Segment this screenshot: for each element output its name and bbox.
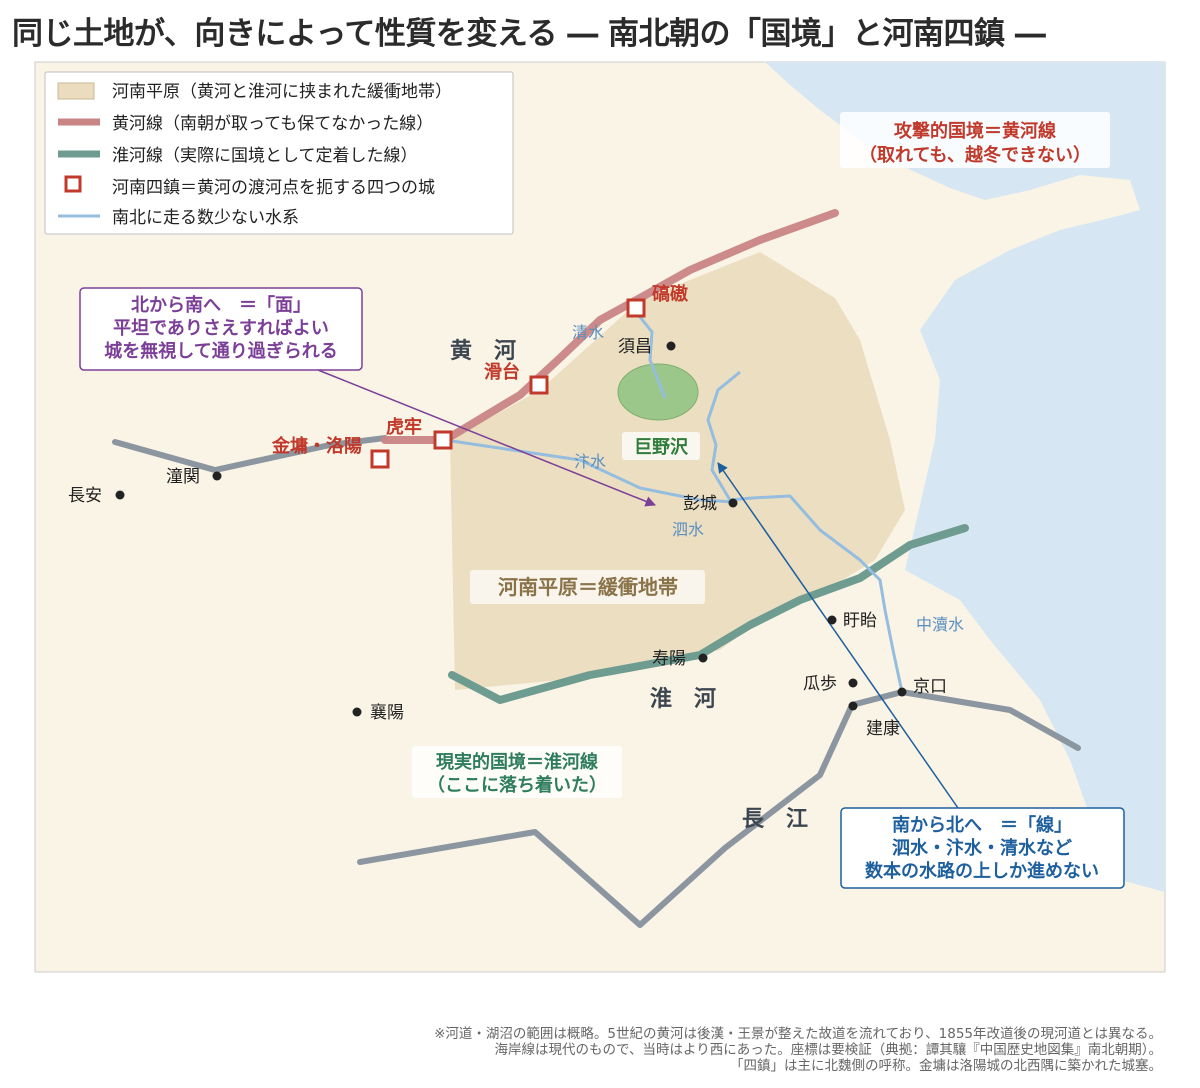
legend-label: 南北に走る数少ない水系 (112, 208, 299, 228)
footnote-line: 海岸線は現代のもので、当時はより西にあった。座標は要検証（典拠：譚其驤『中国歴史… (494, 1042, 1162, 1058)
city-label: 京口 (913, 677, 947, 697)
callout-line: 北から南へ ＝「面」 (131, 294, 311, 316)
callout-line: 泗水・汴水・清水など (892, 837, 1072, 859)
legend-label: 河南四鎮＝黄河の渡河点を扼する四つの城 (112, 178, 435, 198)
sea (765, 62, 1165, 892)
fort-qiaoao: 碻磝 (626, 283, 689, 318)
callout-line: （ここに落ち着いた） (427, 774, 607, 796)
page-title: 同じ土地が、向きによって性質を変える ― 南北朝の「国境」と河南四鎮 ― (12, 16, 1046, 52)
legend-fort-swatch (64, 175, 82, 193)
north-to-south-callout: 北から南へ ＝「面」 平坦でありさえすればよい 城を無視して通り過ぎられる (79, 287, 363, 371)
city-xuyi: 盱眙 (827, 611, 877, 631)
city-label: 須昌 (618, 337, 652, 357)
city-label: 彭城 (683, 494, 717, 514)
city-label: 建康 (866, 719, 900, 739)
city-xuchang: 須昌 (618, 337, 676, 357)
city-shouyang: 寿陽 (652, 649, 708, 669)
callout-line: 数本の水路の上しか進めない (865, 860, 1099, 882)
river-wei-line (112, 435, 388, 474)
city-label: 寿陽 (652, 649, 686, 669)
south-to-north-arrow (717, 462, 959, 809)
yangtze-river-line (357, 689, 1081, 928)
legend: 河南平原（黄河と淮河に挟まれた緩衝地帯） 黄河線（南朝が取っても保てなかった線）… (44, 71, 514, 235)
huai-river-line (448, 524, 969, 704)
qing-waterway-label: 清水 (572, 323, 604, 342)
callout-line: 現実的国境＝淮河線 (436, 751, 598, 773)
si-waterway (706, 370, 904, 693)
callout-line: 平坦でありさえすればよい (113, 318, 329, 339)
callout-line: （取れても、越冬できない） (859, 144, 1091, 166)
fort-hulao: 虎牢 (386, 416, 453, 450)
realistic-border-callout: 現実的国境＝淮河線 （ここに落ち着いた） (412, 746, 622, 798)
lake-label: 巨野沢 (634, 436, 689, 458)
city-changan: 長安 (68, 486, 125, 506)
city-guabu: 瓜歩 (803, 674, 858, 694)
yellow-river-line (381, 209, 839, 444)
city-tongguan: 潼関 (166, 467, 222, 487)
callout-line: 南から北へ ＝「線」 (892, 814, 1072, 836)
callout-line: 攻撃的国境＝黄河線 (894, 120, 1056, 142)
bian-waterway-label: 汴水 (574, 452, 606, 471)
plain-label: 河南平原＝緩衝地帯 (498, 575, 678, 599)
city-label: 瓜歩 (803, 674, 837, 694)
yellow-river-label: 黄 河 (450, 339, 516, 364)
north-to-south-arrow (317, 369, 656, 507)
zhongdu-waterway-label: 中瀆水 (916, 615, 964, 634)
city-xiangyang: 襄陽 (352, 702, 404, 723)
qing-waterway (634, 311, 667, 399)
fort-label: 滑台 (484, 361, 520, 383)
huai-river-label: 淮 河 (650, 687, 716, 712)
yangtze-river-label: 長 江 (742, 807, 808, 832)
fort-label: 金墉・洛陽 (271, 435, 362, 457)
bian-waterway (444, 438, 736, 504)
city-label: 盱眙 (843, 611, 877, 631)
juye-lake (617, 363, 699, 421)
south-to-north-callout: 南から北へ ＝「線」 泗水・汴水・清水など 数本の水路の上しか進めない (840, 807, 1125, 889)
city-jiankang: 建康 (848, 701, 900, 739)
si-waterway-label: 泗水 (672, 520, 704, 539)
footnote-line: 「四鎮」は主に北魏側の呼称。金墉は洛陽城の北西隅に築かれた城塞。 (730, 1058, 1162, 1074)
city-label: 潼関 (166, 467, 200, 487)
city-label: 長安 (68, 486, 102, 506)
city-label: 襄陽 (370, 702, 404, 723)
city-pengcheng: 彭城 (683, 494, 738, 514)
footnote-line: ※河道・湖沼の範囲は概略。5世紀の黄河は後漢・王景が整えた故道を流れており、18… (434, 1026, 1162, 1042)
city-jingkou: 京口 (897, 677, 947, 697)
fort-label: 虎牢 (386, 416, 422, 438)
callout-line: 城を無視して通り過ぎられる (104, 340, 337, 362)
offensive-border-callout: 攻撃的国境＝黄河線 （取れても、越冬できない） (840, 112, 1110, 168)
legend-label: 淮河線（実際に国境として定着した線） (112, 146, 418, 166)
fort-jinyong: 金墉・洛陽 (271, 435, 390, 469)
fort-label: 碻磝 (652, 283, 689, 305)
legend-plain-swatch (57, 82, 95, 100)
legend-label: 河南平原（黄河と淮河に挟まれた緩衝地帯） (112, 82, 452, 102)
footnote: ※河道・湖沼の範囲は概略。5世紀の黄河は後漢・王景が整えた故道を流れており、18… (162, 1026, 1162, 1074)
legend-label: 黄河線（南朝が取っても保てなかった線） (112, 114, 433, 134)
fort-huatai: 滑台 (484, 361, 549, 395)
